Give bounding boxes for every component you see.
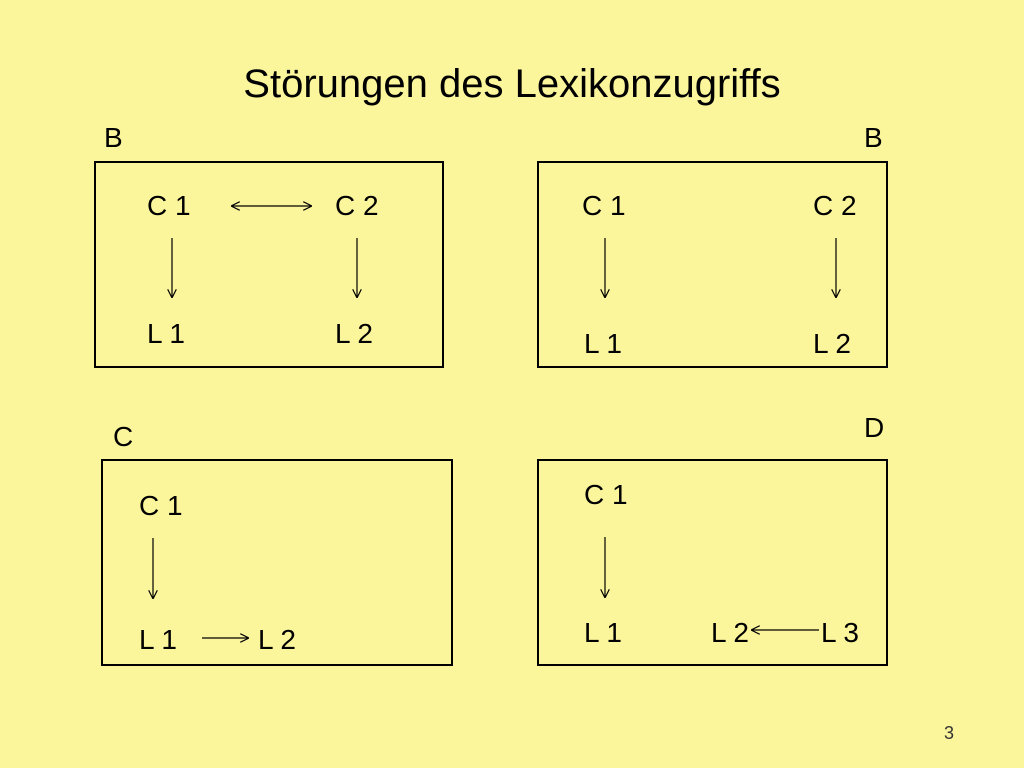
node-c1-d: C 1 <box>584 479 628 510</box>
panel-box-c <box>101 459 453 666</box>
panel-box-b-left <box>94 161 444 368</box>
node-l2-d: L 2 <box>711 617 749 648</box>
node-c2-b-left: C 2 <box>335 190 379 221</box>
panel-label-b-right: B <box>864 122 883 153</box>
node-c2-b-right: C 2 <box>813 190 857 221</box>
node-l2-b-right: L 2 <box>813 328 851 359</box>
panel-box-b-right <box>537 161 888 368</box>
node-l2-c: L 2 <box>258 624 296 655</box>
page-title: Störungen des Lexikonzugriffs <box>243 62 781 106</box>
panel-label-d: D <box>864 412 885 443</box>
node-l3-d: L 3 <box>821 617 859 648</box>
node-l1-b-left: L 1 <box>147 318 185 349</box>
panel-box-d <box>537 459 888 666</box>
panel-label-b-left: B <box>104 122 123 153</box>
panel-label-c: C <box>113 421 134 452</box>
node-c1-c: C 1 <box>139 490 183 521</box>
node-l2-b-left: L 2 <box>335 318 373 349</box>
node-l1-c: L 1 <box>139 624 177 655</box>
node-c1-b-left: C 1 <box>147 190 191 221</box>
node-l1-b-right: L 1 <box>584 328 622 359</box>
node-c1-b-right: C 1 <box>582 190 626 221</box>
page-number: 3 <box>944 723 955 743</box>
node-l1-d: L 1 <box>584 617 622 648</box>
